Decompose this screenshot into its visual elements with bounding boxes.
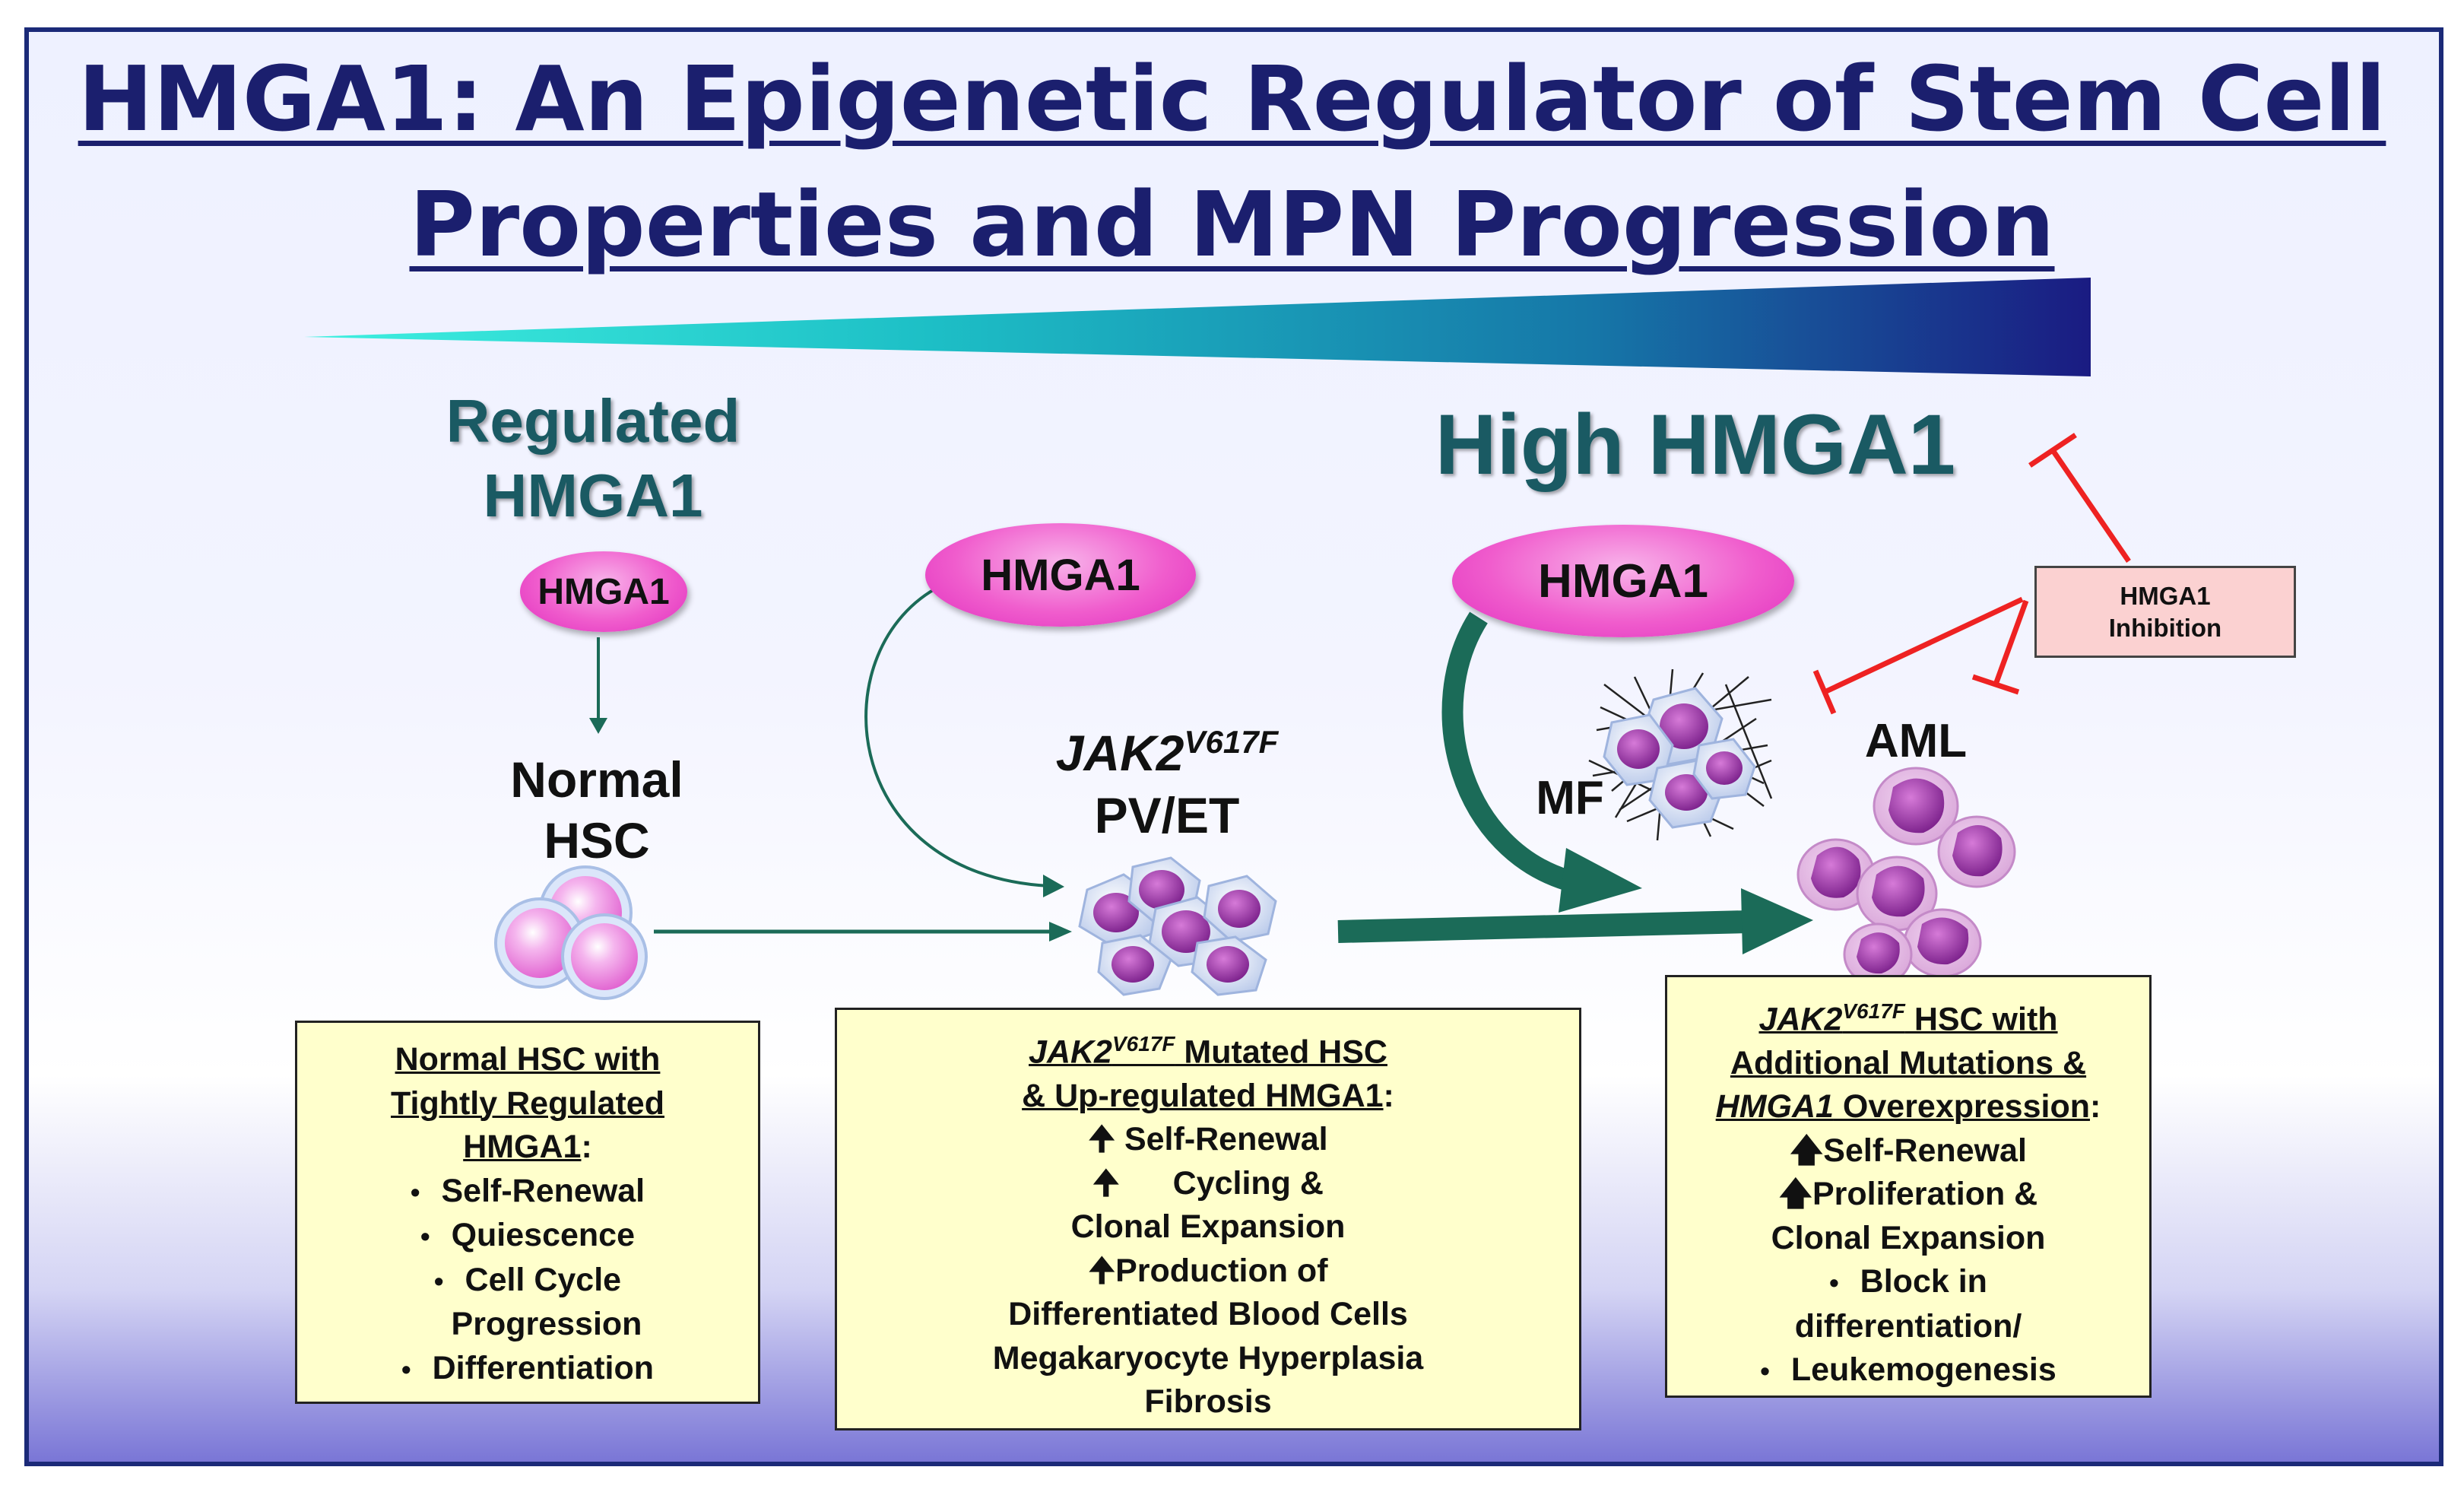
- pv-et-cells: [1078, 856, 1277, 996]
- up-arrow-icon: 🡅: [1778, 1176, 1812, 1213]
- pv-line-fibrosis: Fibrosis: [1144, 1383, 1272, 1421]
- pv-et-text: PV/ET: [1094, 787, 1240, 843]
- normal-box-colon: :: [581, 1129, 592, 1165]
- arrow-head-normal: [589, 718, 607, 734]
- list-item: •Cell Cycle: [433, 1261, 622, 1298]
- hmga1-pill-high: HMGA1: [1452, 525, 1794, 637]
- page-title: HMGA1: An Epigenetic Regulator of Stem C…: [0, 37, 2464, 287]
- aml-box-heading-2: Additional Mutations &: [1730, 1044, 2087, 1081]
- up-arrow-icon: 🡅: [1790, 1132, 1824, 1169]
- regulated-label-line-2: HMGA1: [483, 462, 703, 529]
- aml-line-self-renewal: 🡅Self-Renewal: [1667, 1129, 2149, 1173]
- pv-box-heading-1: Mutated HSC: [1175, 1034, 1387, 1071]
- pv-line-clonal: Clonal Expansion: [1070, 1208, 1346, 1246]
- aml-box-heading-3: Overexpression: [1833, 1088, 2090, 1126]
- bullet-text: Quiescence: [451, 1217, 636, 1253]
- up-arrow-icon: 🠉: [1092, 1164, 1120, 1202]
- normal-box-bullets: •Self-Renewal •Quiescence •Cell Cycle Pr…: [297, 1170, 758, 1392]
- pv-et-box: JAK2V617F Mutated HSC & Up-regulated HMG…: [835, 1008, 1581, 1430]
- aml-line-text: Leukemogenesis: [1790, 1351, 2057, 1389]
- normal-label-line-2: HSC: [544, 812, 650, 868]
- regulated-hmga1-label: Regulated HMGA1: [403, 384, 783, 533]
- aml-bullet-block: •Block in: [1829, 1263, 1987, 1300]
- up-arrow-icon: 🠉: [1088, 1121, 1124, 1158]
- up-arrow-icon: 🠉: [1088, 1252, 1116, 1289]
- curved-arrow-head: [1043, 875, 1064, 897]
- jak2-gene: JAK2: [1055, 725, 1184, 781]
- aml-cells: [1796, 767, 2016, 986]
- aml-bullet-block-cont: differentiation/: [1794, 1307, 2022, 1345]
- hmga1-pill-regulated: HMGA1: [520, 551, 687, 632]
- list-item-continuation: Progression: [297, 1303, 758, 1347]
- title-line-1: HMGA1: An Epigenetic Regulator of Stem C…: [78, 46, 2386, 151]
- aml-box-colon: :: [2089, 1088, 2101, 1126]
- aml-line-text: Self-Renewal: [1823, 1132, 2027, 1169]
- high-hmga1-label: High HMGA1: [1435, 397, 1956, 492]
- curved-arrow-head-mf: [1559, 848, 1642, 913]
- aml-line-text: Proliferation &: [1812, 1176, 2038, 1213]
- bullet-text: Differentiation: [432, 1349, 655, 1386]
- pv-box-colon: :: [1383, 1077, 1394, 1114]
- pv-box-sup: V617F: [1111, 1032, 1175, 1056]
- inhibition-line-1: HMGA1: [2120, 581, 2211, 610]
- arrow-head-aml: [1741, 888, 1813, 954]
- arrow-head-pv: [1049, 922, 1072, 941]
- aml-box: JAK2V617F HSC with Additional Mutations …: [1665, 975, 2152, 1398]
- pv-line-self-renewal: 🠉 Self-Renewal: [837, 1118, 1579, 1162]
- list-item: •Differentiation: [401, 1349, 655, 1386]
- pv-et-label: JAK2V617F PV/ET: [1015, 711, 1319, 846]
- normal-hsc-label: Normal HSC: [445, 749, 749, 871]
- jak2-superscript: V617F: [1184, 724, 1279, 760]
- pv-line-differentiated: Differentiated Blood Cells: [1008, 1296, 1408, 1333]
- inhibition-links: [1812, 433, 2131, 715]
- pv-line-mega: Megakaryocyte Hyperplasia: [992, 1339, 1424, 1376]
- aml-bullet-leuk: •Leukemogenesis: [1760, 1351, 2057, 1389]
- pv-line-text: Self-Renewal: [1124, 1121, 1328, 1158]
- inhibition-line-2: Inhibition: [2108, 613, 2222, 642]
- normal-hsc-cells: [494, 865, 648, 1000]
- hmga1-level-wedge: [304, 278, 2091, 376]
- pv-line-cycling: 🠉 Cycling &: [837, 1162, 1579, 1206]
- normal-hsc-box: Normal HSC with Tightly Regulated HMGA1:…: [295, 1021, 760, 1404]
- arrow-pv-to-aml: [1337, 910, 1749, 943]
- mf-cells: [1588, 668, 1773, 841]
- bullet-text: Self-Renewal: [441, 1172, 645, 1209]
- curved-arrow-hmga1-to-mf: [1441, 611, 1577, 893]
- aml-box-sup: V617F: [1842, 999, 1905, 1023]
- bullet-text: Progression: [451, 1306, 642, 1342]
- bullet-text: Cell Cycle: [465, 1261, 622, 1298]
- pv-line-production: 🠉Production of: [837, 1249, 1579, 1294]
- pv-box-heading-2: & Up-regulated HMGA1: [1022, 1077, 1384, 1114]
- normal-box-heading-2: Tightly Regulated: [391, 1084, 664, 1122]
- normal-label-line-1: Normal: [510, 751, 683, 808]
- hmga1-inhibition-box: HMGA1 Inhibition: [2034, 566, 2296, 658]
- normal-box-heading-1: Normal HSC with: [395, 1041, 661, 1078]
- aml-box-heading-3-gene: HMGA1: [1715, 1088, 1834, 1126]
- pv-line-text: Cycling &: [1172, 1164, 1324, 1202]
- aml-label: AML: [1864, 715, 1968, 767]
- aml-box-gene: JAK2: [1758, 1001, 1843, 1038]
- aml-line-text: Block in: [1860, 1263, 1987, 1300]
- normal-box-heading-3: HMGA1: [463, 1129, 582, 1165]
- curved-arrow-hmga1-to-pv: [864, 584, 1050, 887]
- title-line-2: Properties and MPN Progression: [409, 172, 2055, 277]
- list-item: •Quiescence: [420, 1217, 636, 1253]
- pv-line-text: Production of: [1115, 1252, 1328, 1289]
- aml-line-proliferation: 🡅Proliferation &: [1667, 1173, 2149, 1217]
- aml-line-clonal: Clonal Expansion: [1771, 1219, 2046, 1256]
- regulated-label-line-1: Regulated: [446, 387, 740, 455]
- aml-box-heading-1: HSC with: [1904, 1001, 2058, 1038]
- mf-label: MF: [1536, 772, 1604, 824]
- pv-box-gene: JAK2: [1029, 1034, 1112, 1071]
- hmga1-pill-middle: HMGA1: [925, 523, 1196, 627]
- list-item: •Self-Renewal: [410, 1172, 645, 1209]
